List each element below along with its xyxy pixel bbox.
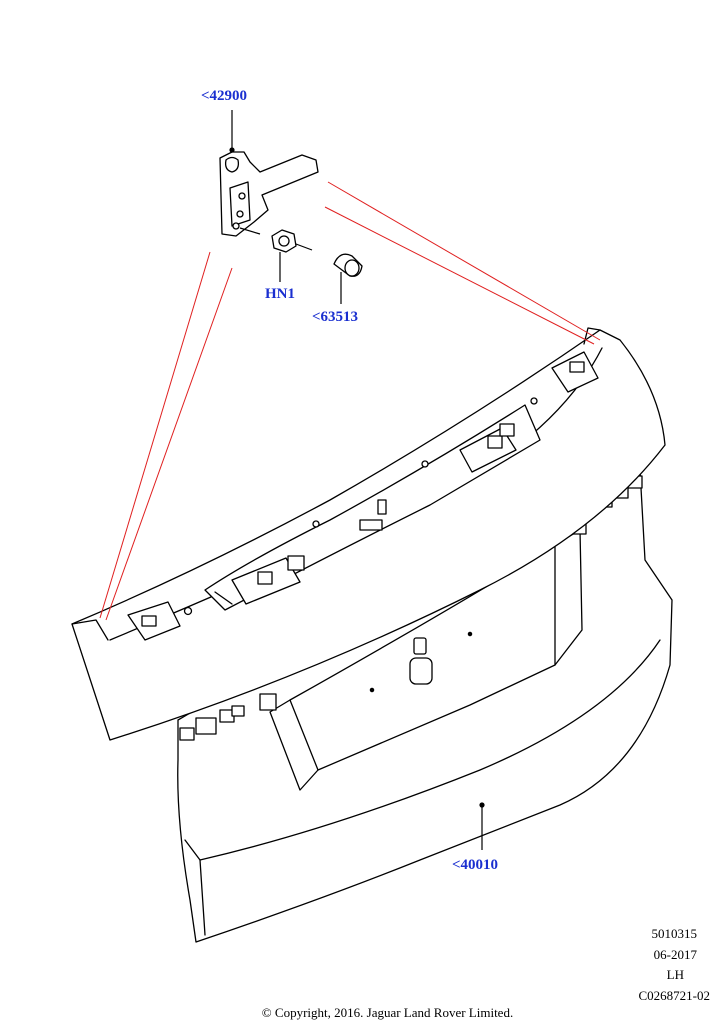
diagram-side: LH xyxy=(666,967,684,982)
callout-nut-hn1[interactable]: HN1 xyxy=(265,286,295,302)
callout-hinge-42900[interactable]: <42900 xyxy=(201,88,248,104)
nut-part xyxy=(271,229,297,253)
bump-stop-part xyxy=(333,253,363,277)
diagram-reference: C0268721-02 xyxy=(638,988,711,1003)
callout-leaders xyxy=(229,110,485,850)
hinge-assembly xyxy=(219,151,319,237)
diagram-code: 5010315 xyxy=(651,926,698,941)
copyright-notice: © Copyright, 2016. Jaguar Land Rover Lim… xyxy=(261,1005,514,1020)
diagram-date: 06-2017 xyxy=(653,947,697,962)
callout-tailgate-40010[interactable]: <40010 xyxy=(452,857,499,873)
alignment-guide-lines xyxy=(99,181,601,621)
callout-bump-stop-63513[interactable]: <63513 xyxy=(312,309,359,325)
tailgate-upper-panel xyxy=(71,327,666,741)
